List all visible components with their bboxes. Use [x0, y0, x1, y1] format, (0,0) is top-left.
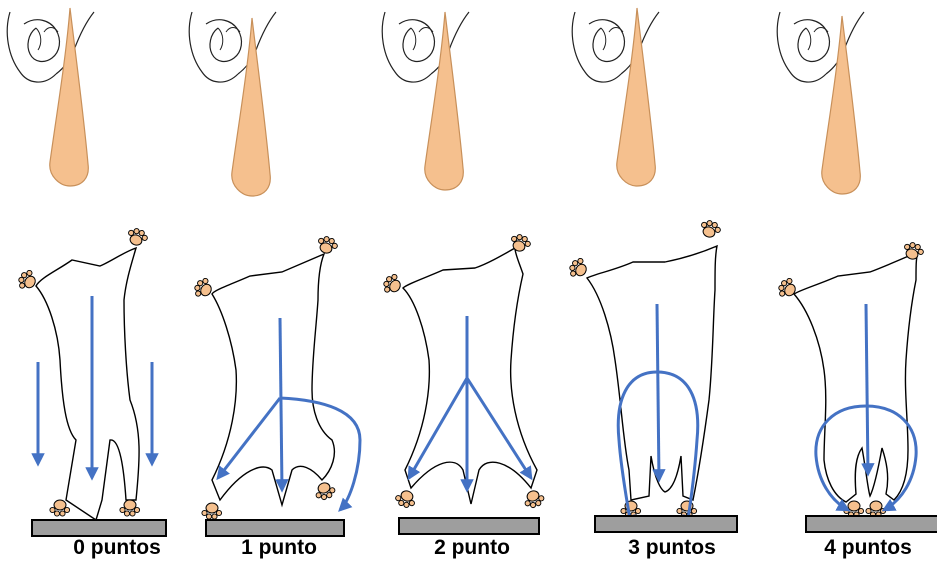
paw-icon [866, 501, 886, 517]
mouse-icon [212, 18, 334, 505]
score-label-2: 2 punto [402, 536, 542, 560]
paw-icon [120, 500, 140, 516]
ledge-icon [806, 516, 937, 532]
paw-icon [698, 218, 722, 240]
panel-0-puntos [7, 8, 166, 536]
paw-icon [202, 503, 222, 519]
ledge-icon [32, 520, 166, 536]
panel-3-puntos [567, 8, 737, 532]
paw-icon [50, 500, 70, 516]
hand-icon [7, 12, 94, 82]
mouse-icon [36, 8, 139, 520]
hand-icon [189, 12, 276, 82]
paw-icon [315, 234, 339, 256]
paw-icon [522, 488, 546, 510]
ledge-icon [595, 516, 737, 532]
panel-1-punto [189, 12, 360, 536]
ledge-icon [399, 518, 539, 534]
paw-icon [313, 480, 337, 502]
mouse-icon [794, 16, 918, 502]
mouse-icon [403, 12, 537, 504]
hand-icon [572, 12, 659, 82]
score-label-0: 0 puntos [47, 536, 187, 560]
paw-icon [16, 268, 40, 293]
ledge-icon [206, 520, 344, 536]
score-label-3: 3 puntos [602, 536, 742, 560]
paw-icon [192, 276, 216, 301]
paw-icon [125, 226, 149, 248]
hand-icon [382, 12, 469, 82]
hand-icon [777, 12, 864, 82]
paw-icon [567, 256, 591, 281]
score-label-1: 1 punto [209, 536, 349, 560]
paw-icon [381, 272, 405, 297]
paw-icon [621, 501, 641, 517]
score-label-4: 4 puntos [798, 536, 937, 560]
panel-2-punto [381, 12, 546, 534]
paw-icon [394, 488, 418, 510]
panel-4-puntos [776, 12, 937, 532]
paw-icon [677, 501, 697, 517]
